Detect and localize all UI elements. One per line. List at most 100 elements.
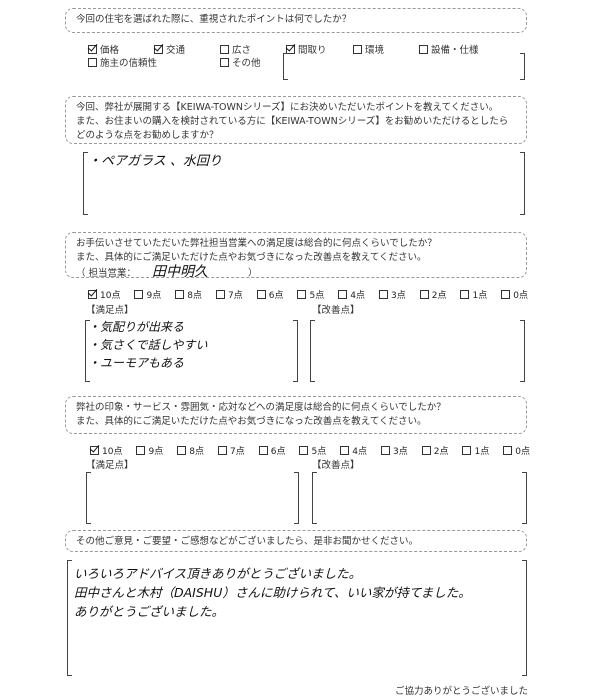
bracket	[85, 320, 90, 382]
score-option[interactable]: 5点	[299, 444, 326, 457]
checkbox[interactable]	[175, 290, 185, 299]
checkbox[interactable]	[134, 290, 144, 299]
checkbox-checked[interactable]	[88, 290, 97, 299]
q4-line: また、具体的にご満足いただけた点やお気づきになった改善点を教えてください。	[76, 416, 427, 427]
q1-option-environment[interactable]: 環境	[353, 42, 384, 56]
rep-label: （ 担当営業：	[76, 268, 137, 279]
bracket	[294, 472, 299, 524]
score-option[interactable]: 4点	[338, 288, 365, 301]
score-option[interactable]: 8点	[177, 444, 204, 457]
q1-option-other[interactable]: その他	[220, 55, 261, 69]
q5-question-text: その他ご意見・ご要望・ご感想などがございましたら、是非お聞かせください。	[76, 536, 419, 547]
q2-question: 今回、弊社が展開する【KEIWA-TOWNシリーズ】にお決めいただいたポイントを…	[65, 96, 527, 144]
checkbox[interactable]	[419, 290, 429, 299]
score-option[interactable]: 0点	[503, 444, 530, 457]
answer-line: ・ユーモアもある	[88, 356, 185, 370]
score-option[interactable]: 1点	[460, 288, 487, 301]
checkbox[interactable]	[338, 290, 348, 299]
checkbox-checked[interactable]	[286, 45, 295, 54]
score-option[interactable]: 3点	[380, 444, 408, 457]
checkbox[interactable]	[503, 446, 513, 455]
option-label: 間取り	[298, 45, 327, 56]
checkbox[interactable]	[421, 446, 431, 455]
score-label: 2点	[431, 291, 447, 301]
score-option[interactable]: 9点	[136, 444, 163, 457]
q1-option-equipment[interactable]: 設備・仕様	[419, 42, 479, 56]
checkbox[interactable]	[215, 290, 225, 299]
checkbox[interactable]	[380, 446, 390, 455]
bracket	[520, 320, 525, 382]
score-option[interactable]: 7点	[215, 288, 243, 301]
checkbox[interactable]	[88, 58, 97, 67]
q1-option-price[interactable]: 価格	[88, 42, 119, 56]
checkbox[interactable]	[220, 58, 229, 67]
score-label: 5点	[309, 291, 325, 301]
score-option[interactable]: 4点	[340, 444, 367, 457]
score-label: 10点	[100, 291, 121, 301]
score-option[interactable]: 6点	[256, 288, 283, 301]
option-label: 広さ	[232, 45, 252, 56]
checkbox[interactable]	[297, 290, 307, 299]
score-label: 0点	[513, 291, 528, 301]
option-label: その他	[232, 58, 261, 69]
checkbox[interactable]	[462, 446, 472, 455]
score-option[interactable]: 2点	[421, 444, 448, 457]
q3-satisfied-answer[interactable]: ・気配りが出来る ・気さくで話しやすい ・ユーモアもある	[88, 318, 208, 372]
q1-question-text: 今回の住宅を選ばれた際に、重視されたポイントは何でしたか？	[76, 14, 352, 25]
score-option[interactable]: 9点	[134, 288, 161, 301]
q3-improve-label: 【改善点】	[312, 305, 360, 316]
score-label: 9点	[146, 291, 162, 301]
checkbox[interactable]	[353, 45, 362, 54]
checkbox[interactable]	[419, 45, 428, 54]
q2-bracket-left	[83, 152, 88, 215]
score-label: 1点	[474, 447, 490, 457]
checkbox[interactable]	[136, 446, 146, 455]
checkbox[interactable]	[501, 290, 511, 299]
answer-line: ありがとうございました。	[74, 604, 225, 619]
q1-option-layout[interactable]: 間取り	[286, 42, 327, 56]
score-option[interactable]: 6点	[258, 444, 285, 457]
bracket	[312, 472, 317, 524]
score-option[interactable]: 0点	[501, 288, 528, 301]
checkbox[interactable]	[299, 446, 309, 455]
bracket	[522, 560, 527, 676]
checkbox[interactable]	[217, 446, 227, 455]
other-field-bracket-right	[520, 53, 525, 80]
q2-answer[interactable]: ・ペアガラス 、水回り	[88, 154, 222, 169]
score-label: 5点	[311, 447, 327, 457]
checkbox[interactable]	[378, 290, 388, 299]
q5-answer[interactable]: いろいろアドバイス頂きありがとうございました。 田中さんと木村（DAISHU）さ…	[74, 564, 471, 621]
score-option[interactable]: 1点	[462, 444, 489, 457]
checkbox[interactable]	[220, 45, 229, 54]
score-option[interactable]: 8点	[175, 288, 202, 301]
checkbox-checked[interactable]	[90, 446, 99, 455]
q1-option-size[interactable]: 広さ	[220, 42, 251, 56]
checkbox[interactable]	[177, 446, 187, 455]
score-label: 9点	[148, 447, 164, 457]
checkbox-checked[interactable]	[88, 45, 97, 54]
q1-option-transport[interactable]: 交通	[154, 42, 185, 56]
score-label: 4点	[352, 447, 367, 457]
q2-line: また、お住まいの購入を検討されている方に【KEIWA-TOWNシリーズ】をお勧め…	[76, 116, 509, 127]
score-option[interactable]: 3点	[378, 288, 406, 301]
score-option[interactable]: 5点	[297, 288, 324, 301]
other-field-bracket-left	[283, 53, 288, 80]
bracket	[293, 320, 298, 382]
q3-line: お手伝いさせていただいた弊社担当営業への満足度は総合的に何点くらいでしたか？	[76, 238, 437, 249]
score-label: 3点	[390, 291, 406, 301]
q4-line: 弊社の印象・サービス・雰囲気・応対などへの満足度は総合的に何点くらいでしたか？	[76, 402, 446, 413]
score-option[interactable]: 10点	[88, 288, 120, 301]
rep-close: ）	[248, 268, 258, 279]
score-label: 8点	[187, 291, 202, 301]
score-option[interactable]: 2点	[419, 288, 447, 301]
score-option[interactable]: 10点	[90, 444, 122, 457]
checkbox[interactable]	[460, 290, 470, 299]
checkbox[interactable]	[258, 446, 268, 455]
checkbox[interactable]	[256, 290, 266, 299]
checkbox-checked[interactable]	[154, 45, 163, 54]
rep-name[interactable]: 田中明久	[152, 264, 209, 280]
checkbox[interactable]	[340, 446, 350, 455]
score-label: 0点	[515, 447, 530, 457]
q1-option-trust[interactable]: 施主の信頼性	[88, 55, 157, 69]
score-option[interactable]: 7点	[217, 444, 245, 457]
